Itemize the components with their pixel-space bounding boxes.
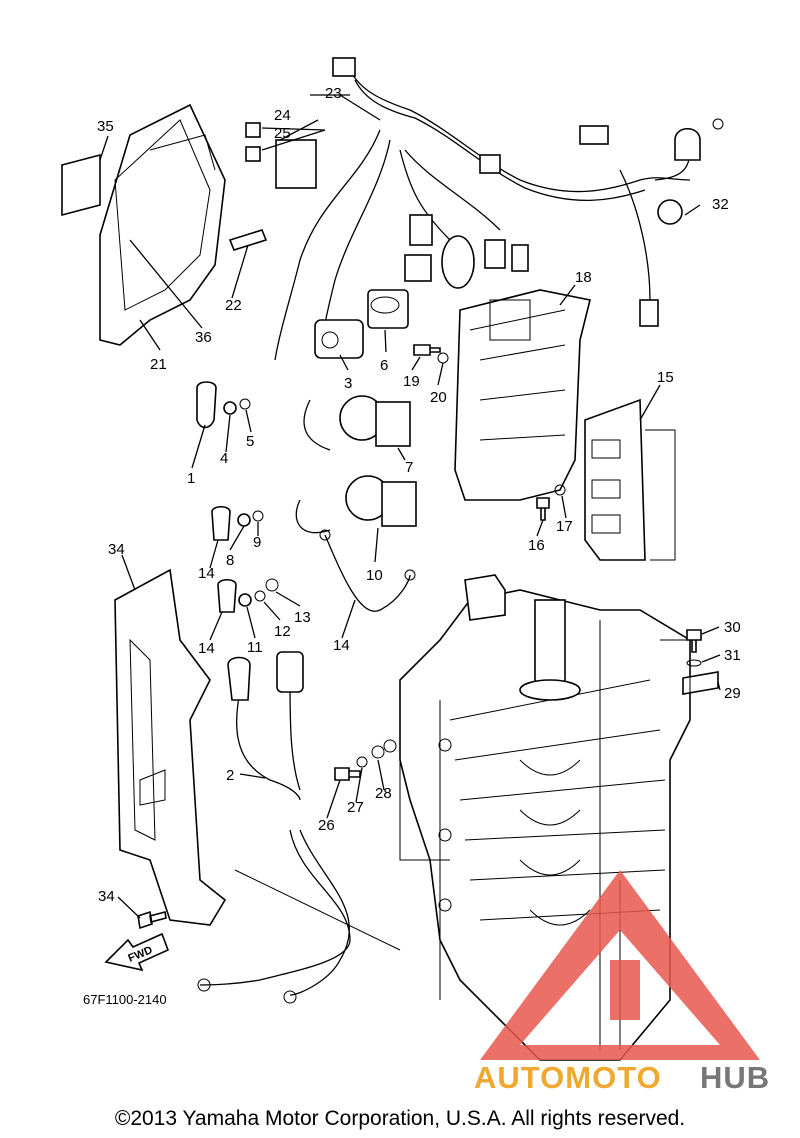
callout-14-lower: 14: [198, 640, 215, 657]
callout-15: 14: [333, 637, 350, 654]
callout-4: 4: [220, 450, 228, 467]
relay-10: [295, 475, 417, 534]
callout-8: 8: [226, 552, 234, 569]
callout-23: 22: [225, 297, 242, 314]
callout-5: 5: [246, 433, 254, 450]
callout-30: 29: [724, 685, 741, 702]
callout-3: 3: [344, 375, 352, 392]
callout-27: 26: [318, 817, 335, 834]
callout-9: 9: [253, 534, 261, 551]
cap-14b: [217, 578, 237, 613]
callout-26: 25: [274, 125, 291, 142]
callout-29: 28: [375, 785, 392, 802]
callout-35: 34: [98, 888, 115, 905]
callout-34: 34: [108, 541, 125, 558]
callout-11: 11: [247, 639, 263, 656]
callout-17: 16: [528, 537, 545, 554]
automotohub-watermark-logo: [480, 870, 760, 1060]
cap-14a: [211, 505, 231, 541]
wire-lead-15: [319, 529, 416, 612]
fwd-arrow-icon: FWD: [104, 932, 170, 972]
callout-31: 30: [724, 619, 741, 636]
callout-22: 21: [150, 356, 167, 373]
bolts: [137, 229, 719, 930]
wire-harness-24: [245, 57, 724, 361]
callout-21: 20: [430, 389, 447, 406]
watermark-brand-part2: HUB: [700, 1060, 770, 1095]
leader-lines: [99, 94, 721, 951]
callout-28: 27: [347, 799, 364, 816]
cover-34: [114, 568, 227, 926]
cap-1: [196, 381, 217, 429]
callout-24: 23: [325, 85, 342, 102]
callout-7: 7: [405, 459, 413, 476]
callout-10: 10: [366, 567, 383, 584]
callout-16: 15: [657, 369, 674, 386]
engine-block: [399, 574, 691, 1061]
callout-1: 1: [187, 470, 195, 487]
callout-20: 19: [403, 373, 420, 390]
callout-6: 6: [380, 357, 388, 374]
watermark-brand-part1: AUTOMOTO: [474, 1060, 662, 1095]
callout-labels: 35 23 24 25 32 22 18 36 21 3 6 19 20 15 …: [83, 85, 741, 1007]
diagram-part-code: 67F1100-2140: [83, 992, 167, 1007]
callout-19: 18: [575, 269, 592, 286]
callout-36: 35: [97, 118, 114, 135]
bracket-16: [584, 398, 676, 561]
callout-2: 2: [226, 767, 234, 784]
relay-3: [314, 319, 364, 359]
callout-33: 32: [712, 196, 729, 213]
relay-7: [303, 395, 411, 451]
cover-22: [61, 103, 226, 346]
callout-37: 36: [195, 329, 212, 346]
callout-13: 13: [294, 609, 311, 626]
callout-18: 17: [556, 518, 573, 535]
callout-14-upper: 14: [198, 565, 215, 582]
exploded-parts-diagram: FWD 35 23 24 25 32 22 18 36 21 3 6 19 20…: [61, 57, 770, 1095]
nuts-washers: [223, 352, 702, 768]
callout-25: 24: [274, 107, 291, 124]
callout-32: 31: [724, 647, 741, 664]
callout-12: 12: [274, 623, 291, 640]
bracket-plate-19: [454, 289, 591, 501]
connector-6: [367, 289, 409, 329]
copyright-notice: ©2013 Yamaha Motor Corporation, U.S.A. A…: [114, 1107, 686, 1130]
wire-lead-2: [197, 651, 351, 1004]
